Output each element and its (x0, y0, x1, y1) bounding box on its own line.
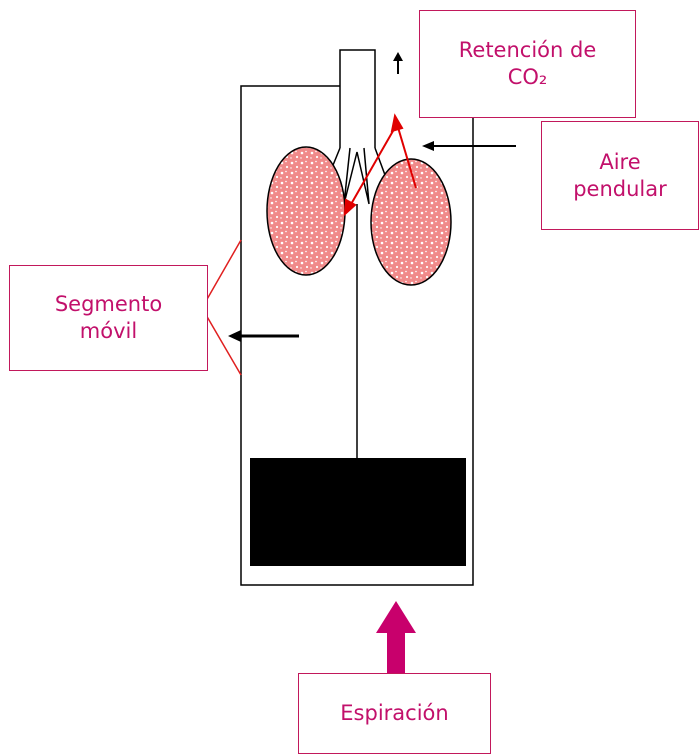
segmento-movil-line2: móvil (79, 319, 138, 343)
container-wall (240, 85, 474, 586)
label-segmento-movil: Segmento móvil (9, 265, 208, 371)
segment-pointer-arrow (228, 330, 299, 342)
espiracion-text: Espiración (340, 701, 449, 725)
label-aire-pendular: Aire pendular (541, 121, 699, 230)
aire-pendular-line2: pendular (573, 176, 667, 201)
segmento-movil-line1: Segmento (54, 292, 163, 316)
label-espiracion: Espiración (298, 673, 491, 754)
exhaust-up-arrow (393, 52, 403, 74)
right-lung (370, 158, 452, 286)
aire-pendular-line1: Aire (599, 149, 641, 174)
label-retencion-co2: Retención de CO₂ (419, 10, 636, 118)
trachea-tube (339, 49, 376, 148)
left-lung (266, 146, 346, 276)
pendular-air-arrows (343, 113, 417, 217)
retencion-line2: CO₂ (507, 65, 548, 89)
retencion-line1: Retención de (458, 38, 597, 62)
pendular-pointer-arrow (422, 141, 516, 151)
expiration-push-arrow (376, 601, 416, 676)
piston (250, 458, 466, 566)
